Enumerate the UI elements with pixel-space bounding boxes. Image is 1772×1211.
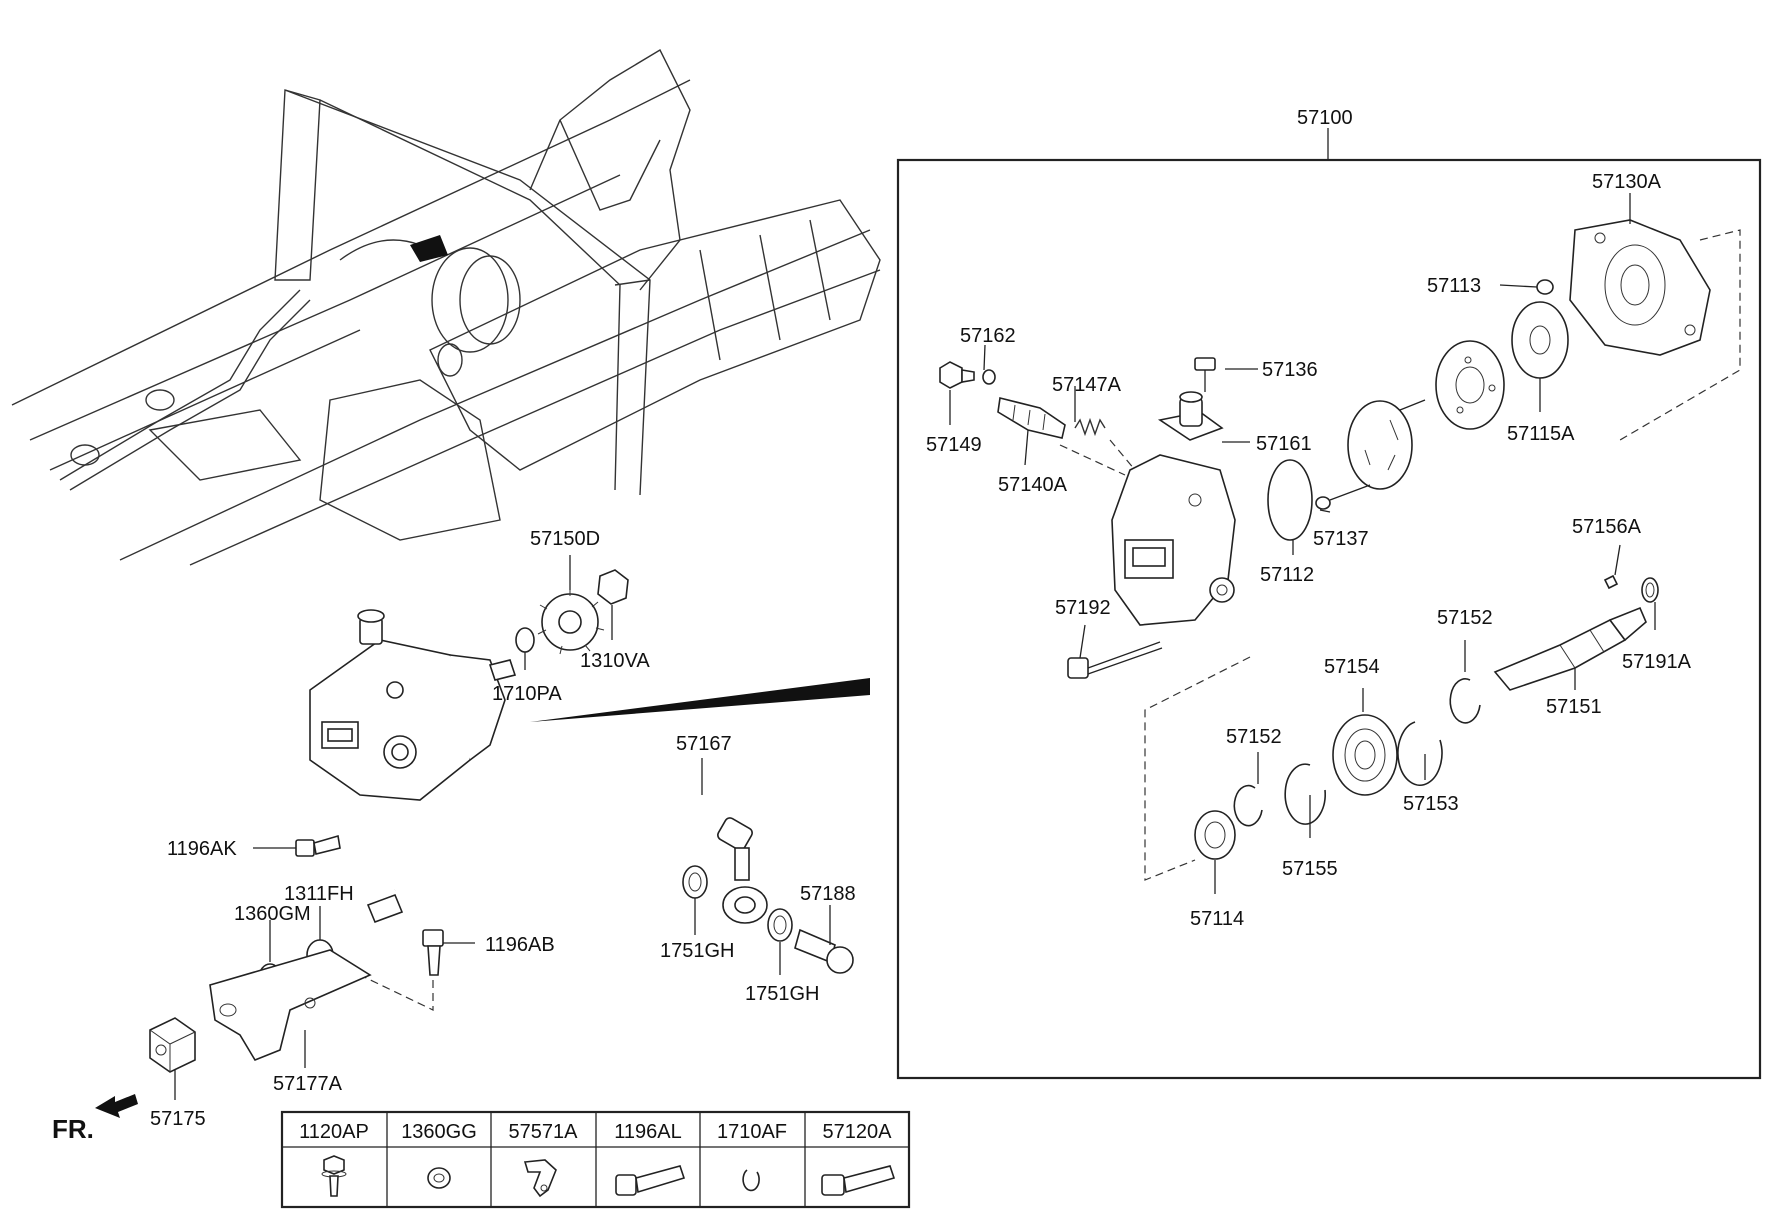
label-57112: 57112: [1260, 564, 1314, 586]
snap-ring-57191A-icon: [1641, 577, 1659, 603]
table-header-6: 57120A: [823, 1121, 893, 1143]
pump-body-icon: [1111, 454, 1236, 626]
label-57100: 57100: [1297, 107, 1353, 129]
label-57150D: 57150D: [530, 528, 600, 550]
label-1311FH: 1311FH: [284, 883, 354, 905]
bearing-57154-icon: [1332, 714, 1398, 796]
seal-57114-icon: [1194, 810, 1236, 860]
ring-57153-icon: [1397, 721, 1443, 786]
bolt-1196AK-icon: [295, 834, 341, 857]
label-57192: 57192: [1055, 597, 1111, 619]
label-1751GH-a: 1751GH: [660, 940, 735, 962]
label-1751GH-b: 1751GH: [745, 983, 820, 1005]
label-57149: 57149: [926, 434, 982, 456]
leader-lines: [174, 128, 1656, 1100]
bolt-icon: [615, 1165, 686, 1196]
plug-57149-icon: [939, 361, 975, 389]
ring-57113-icon: [1536, 279, 1554, 295]
housing-57130A-icon: [1569, 219, 1711, 356]
table-header-3: 57571A: [509, 1121, 579, 1143]
long-bolt-icon: [821, 1165, 896, 1196]
part-labels: 57100 57130A 57113 57162 57147A 57136 57…: [150, 107, 1692, 1130]
washer-1751GH-b-icon: [767, 908, 793, 942]
label-57175: 57175: [150, 1108, 206, 1130]
flange-bolt-icon: [321, 1155, 347, 1197]
label-57113: 57113: [1427, 275, 1481, 297]
front-direction-label: FR.: [52, 1114, 94, 1144]
label-1196AK: 1196AK: [167, 838, 237, 860]
washer-1751GH-a-icon: [682, 865, 708, 899]
label-57114: 57114: [1190, 908, 1244, 930]
block-57175-icon: [149, 1017, 196, 1073]
cam-ring-icon: [1435, 340, 1505, 430]
table-header-2: 1360GG: [401, 1121, 477, 1143]
table-header-1: 1120AP: [299, 1121, 369, 1143]
shaft-57151-icon: [1493, 606, 1647, 691]
rotor-icon: [1347, 399, 1426, 490]
bracket-57177A-icon: [209, 949, 372, 1061]
label-57162: 57162: [960, 325, 1016, 347]
label-57156A: 57156A: [1572, 516, 1642, 538]
pump-assembly-illustration: [309, 609, 870, 801]
ring-57155-icon: [1284, 763, 1326, 825]
label-57152-lower: 57152: [1226, 726, 1282, 748]
pressure-hose-57167: [366, 797, 768, 924]
gear-57150D-icon: [537, 588, 605, 655]
bolt-1196AB-icon: [422, 929, 444, 976]
table-header-5: 1710AF: [717, 1121, 787, 1143]
oring-57112-icon: [1267, 459, 1313, 541]
label-57115A: 57115A: [1507, 423, 1575, 445]
chassis-frame-illustration: [11, 49, 881, 566]
label-57188: 57188: [800, 883, 856, 905]
label-57136: 57136: [1262, 359, 1318, 381]
banjo-bolt-57188-icon: [794, 928, 854, 974]
label-1196AB: 1196AB: [485, 934, 555, 956]
label-1360GM: 1360GM: [234, 903, 311, 925]
common-parts-table: 1120AP 1360GG 57571A 1196AL 1710AF 57120…: [280, 1110, 911, 1209]
label-57191A: 57191A: [1622, 651, 1692, 673]
label-57151: 57151: [1546, 696, 1602, 718]
label-57161: 57161: [1256, 433, 1312, 455]
valve-cap-57161-icon: [1157, 391, 1224, 441]
label-57137: 57137: [1313, 528, 1369, 550]
screw-57137-icon: [1315, 484, 1371, 510]
bolt-57192-icon: [1067, 641, 1163, 679]
valve-57140A-icon: [997, 397, 1066, 439]
ring-57152-lower-icon: [1233, 784, 1263, 827]
nut-1310VA-icon: [597, 569, 629, 605]
label-57154: 57154: [1324, 656, 1380, 678]
plate-57115A-icon: [1511, 301, 1569, 379]
label-1710PA: 1710PA: [492, 683, 562, 705]
label-57153: 57153: [1403, 793, 1459, 815]
label-57140A: 57140A: [998, 474, 1068, 496]
label-57147A: 57147A: [1052, 374, 1122, 396]
key-57156A-icon: [1603, 574, 1619, 590]
spring-washer-icon: [427, 1167, 451, 1189]
label-57130A: 57130A: [1592, 171, 1662, 193]
label-57152-upper: 57152: [1437, 607, 1493, 629]
front-direction-indicator: FR.: [52, 1094, 138, 1144]
ring-57152-upper-icon: [1449, 678, 1481, 724]
label-57177A: 57177A: [273, 1073, 343, 1095]
oring-57162-icon: [982, 369, 996, 385]
washer-1710PA-icon: [515, 627, 535, 653]
spring-57147A-icon: [1074, 417, 1106, 437]
label-57167: 57167: [676, 733, 732, 755]
table-header-4: 1196AL: [614, 1121, 681, 1143]
clip-icon: [523, 1159, 557, 1198]
snap-ring-icon: [742, 1169, 760, 1192]
label-1310VA: 1310VA: [580, 650, 650, 672]
bolt-57136-icon: [1194, 357, 1216, 392]
label-57155: 57155: [1282, 858, 1338, 880]
